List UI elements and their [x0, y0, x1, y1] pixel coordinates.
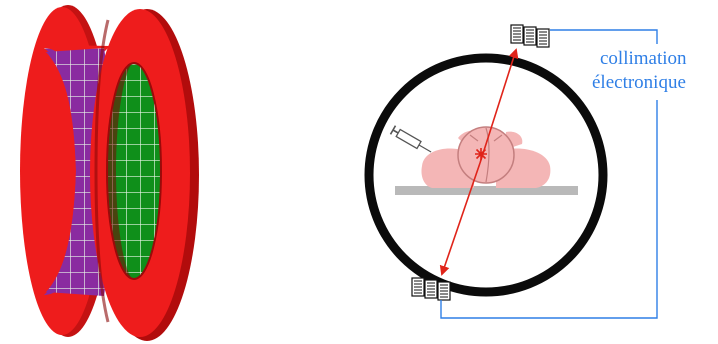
pet-scanner-3d	[20, 5, 199, 341]
annihilation-star-icon	[475, 148, 487, 160]
front-ring	[90, 9, 199, 341]
annotation-line2: électronique	[592, 72, 686, 93]
annotation-line1: collimation	[600, 48, 687, 69]
detector-block-icon	[511, 25, 549, 47]
patient-table	[395, 186, 578, 195]
